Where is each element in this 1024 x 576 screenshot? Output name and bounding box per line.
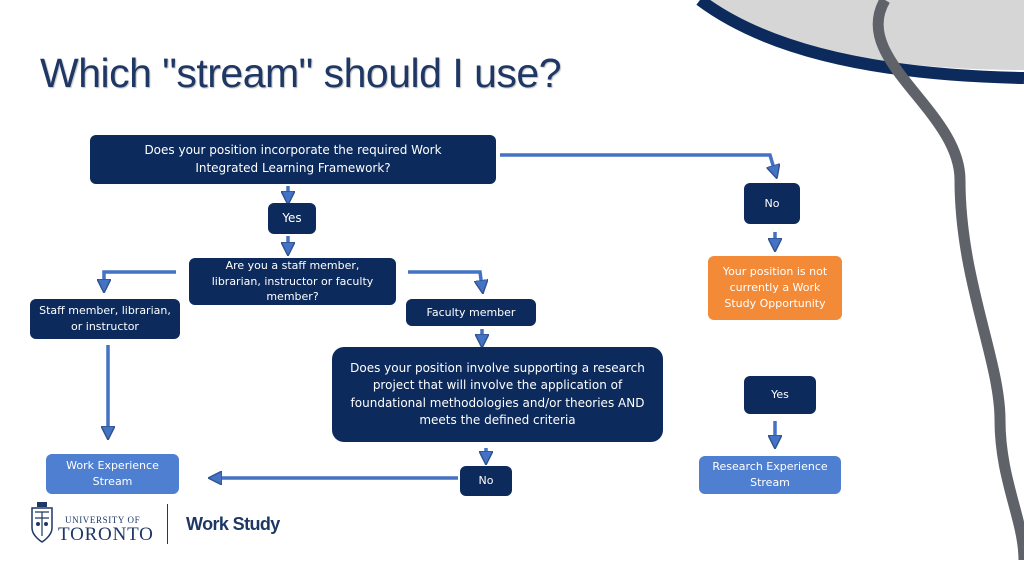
work-experience-stream-text: Work Experience Stream bbox=[66, 459, 159, 488]
uoft-crest-icon bbox=[31, 502, 53, 543]
not-work-study-opportunity-text: Your position is not currently a Work St… bbox=[722, 265, 828, 310]
question-research-project: Does your position involve supporting a … bbox=[332, 347, 663, 442]
arrow-q2-to-staff bbox=[104, 270, 176, 286]
work-experience-stream: Work Experience Stream bbox=[46, 454, 179, 494]
question-research-project-text: Does your position involve supporting a … bbox=[350, 360, 645, 427]
question-role: Are you a staff member, librarian, instr… bbox=[189, 258, 396, 305]
staff-librarian-instructor: Staff member, librarian, or instructor bbox=[30, 299, 180, 339]
work-study-wordmark: Work Study bbox=[186, 514, 280, 534]
arrow-q1-to-no bbox=[500, 153, 775, 172]
staff-librarian-instructor-text: Staff member, librarian, or instructor bbox=[39, 304, 171, 333]
faculty-member-text: Faculty member bbox=[426, 305, 516, 319]
faculty-member: Faculty member bbox=[406, 299, 536, 326]
question-wil-framework-text: Does your position incorporate the requi… bbox=[144, 143, 442, 175]
research-experience-stream-text: Research Experience Stream bbox=[712, 460, 828, 489]
arrow-q2-to-faculty bbox=[408, 270, 482, 287]
answer-no-1-text: No bbox=[764, 196, 780, 210]
toronto-label: TORONTO bbox=[58, 524, 154, 545]
research-experience-stream: Research Experience Stream bbox=[699, 456, 841, 494]
answer-no-2-text: No bbox=[478, 474, 494, 488]
university-of-label: UNIVERSITY OF bbox=[65, 515, 141, 525]
page-title: Which "stream" should I use? bbox=[40, 50, 562, 96]
answer-yes-1: Yes bbox=[268, 203, 316, 234]
question-role-text: Are you a staff member, librarian, instr… bbox=[211, 258, 374, 304]
question-wil-framework: Does your position incorporate the requi… bbox=[90, 135, 496, 184]
brand-divider bbox=[167, 504, 168, 544]
answer-yes-1-text: Yes bbox=[282, 210, 302, 225]
answer-no-1: No bbox=[744, 183, 800, 224]
answer-no-2: No bbox=[460, 466, 512, 496]
not-work-study-opportunity: Your position is not currently a Work St… bbox=[708, 256, 842, 320]
answer-yes-2: Yes bbox=[744, 376, 816, 414]
answer-yes-2-text: Yes bbox=[771, 388, 789, 402]
